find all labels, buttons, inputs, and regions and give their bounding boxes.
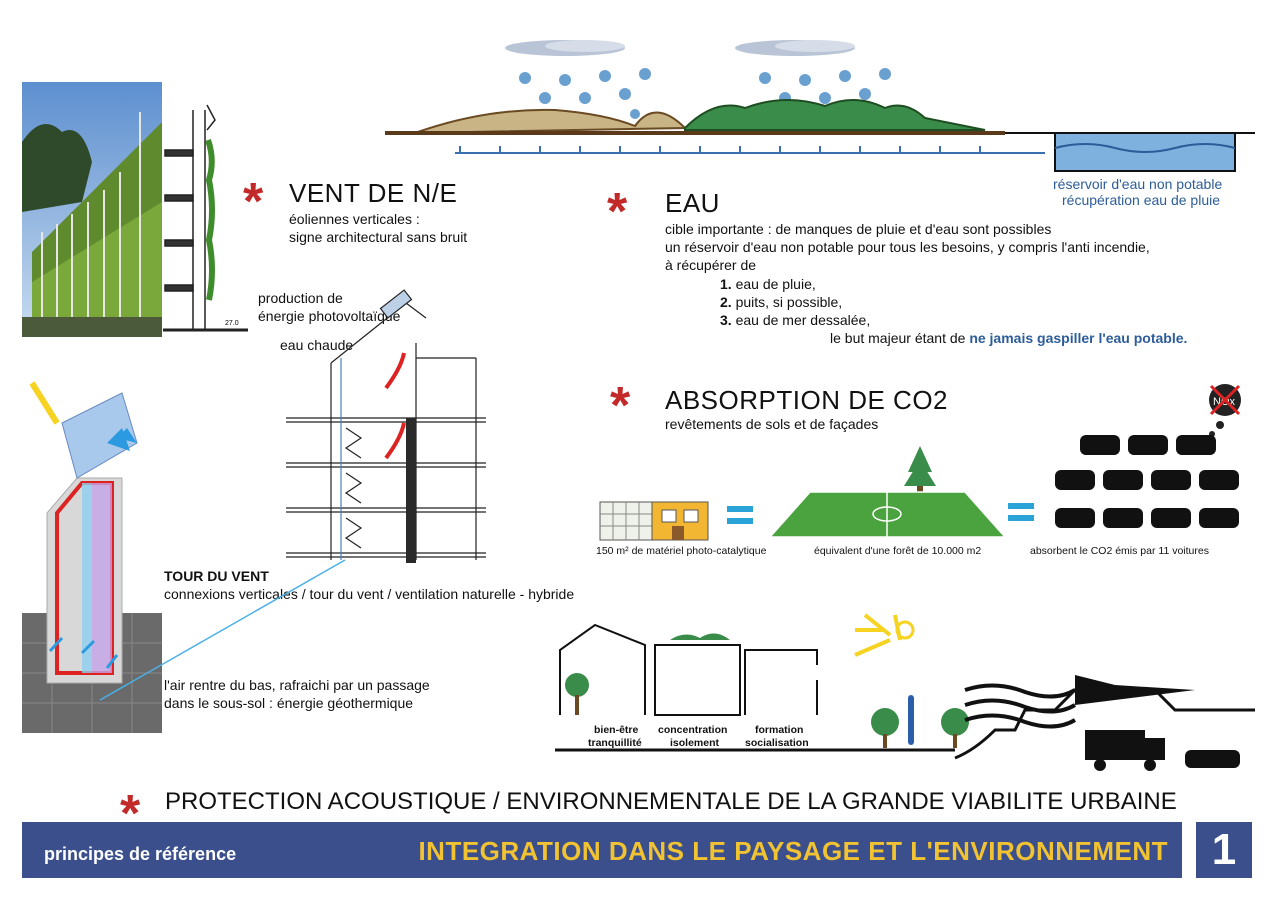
solar-line-1: production de <box>258 290 343 306</box>
cars-illustration: NOx <box>1055 384 1241 528</box>
water-item-2-text: puits, si possible, <box>731 294 843 310</box>
water-item-3: 3. eau de mer dessalée, <box>720 311 870 329</box>
water-goal-emphasis: ne jamais gaspiller l'eau potable. <box>969 330 1188 346</box>
co2-title: ABSORPTION DE CO2 <box>665 385 948 415</box>
water-title: EAU <box>665 188 720 218</box>
bullet-star-wind: * <box>243 173 264 231</box>
water-item-2: 2. puits, si possible, <box>720 293 842 311</box>
bullet-star-water: * <box>607 183 628 241</box>
acoustic-illustration <box>555 613 1255 771</box>
co2-subtitle: revêtements de sols et de façades <box>665 416 879 432</box>
equals-sign-1b <box>727 518 753 524</box>
facade-illustration <box>599 501 709 541</box>
tower-subtitle: connexions verticales / tour du vent / v… <box>164 586 575 602</box>
wind-tower-illustration <box>22 381 162 733</box>
water-item-1-number: 1. <box>720 276 732 292</box>
wind-title: VENT DE N/E <box>289 178 458 208</box>
bullet-star-co2: * <box>610 377 631 435</box>
rain-landscape-illustration <box>385 40 1255 172</box>
water-item-3-number: 3. <box>720 312 732 328</box>
tower-air-line-1: l'air rentre du bas, rafraichi par un pa… <box>164 677 430 693</box>
hot-water-label: eau chaude <box>280 337 354 353</box>
room-2-label-2: isolement <box>670 737 720 749</box>
equals-sign-2 <box>1008 503 1034 509</box>
water-item-2-number: 2. <box>720 294 732 310</box>
wall-section-drawing: 27.0 <box>163 104 248 332</box>
football-field-illustration <box>768 446 1007 538</box>
tower-title: TOUR DU VENT <box>164 568 269 584</box>
room-1-label-1: bien-être <box>594 724 639 736</box>
drawing-level-label: 27.0 <box>225 320 239 327</box>
equals-sign-1 <box>727 506 753 512</box>
water-line-1: cible importante : de manques de pluie e… <box>665 221 1052 237</box>
page-number: 1 <box>1196 822 1252 878</box>
room-2-label-1: concentration <box>658 724 728 736</box>
reservoir-line-1: réservoir d'eau non potable <box>1053 176 1223 192</box>
footer-bar: principes de référence INTEGRATION DANS … <box>22 822 1182 878</box>
room-3-label-2: socialisation <box>745 737 809 749</box>
tower-air-line-2: dans le sous-sol : énergie géothermique <box>164 695 414 711</box>
water-line-2: un réservoir d'eau non potable pour tous… <box>665 239 1150 255</box>
wind-line-2: signe architectural sans bruit <box>289 229 468 245</box>
water-item-3-text: eau de mer dessalée, <box>731 312 871 328</box>
room-1-label-2: tranquillité <box>588 737 642 749</box>
water-goal: le but majeur étant de ne jamais gaspill… <box>830 329 1187 347</box>
co2-caption-3: absorbent le CO2 émis par 11 voitures <box>1030 545 1209 557</box>
water-line-3: à récupérer de <box>665 257 757 273</box>
co2-caption-1: 150 m² de matériel photo-catalytique <box>596 545 767 557</box>
reservoir-line-2: récupération eau de pluie <box>1062 192 1221 208</box>
building-section-drawing <box>286 289 486 563</box>
room-3-label-1: formation <box>755 724 804 736</box>
water-goal-prefix: le but majeur étant de <box>830 330 970 346</box>
co2-caption-2: équivalent d'une forêt de 10.000 m2 <box>814 545 982 557</box>
equals-sign-2b <box>1008 515 1034 521</box>
wind-line-1: éoliennes verticales : <box>289 211 420 227</box>
footer-right-title: INTEGRATION DANS LE PAYSAGE ET L'ENVIRON… <box>418 836 1168 866</box>
solar-line-2: énergie photovoltaïque <box>258 308 401 324</box>
water-item-1: 1. eau de pluie, <box>720 275 816 293</box>
water-item-1-text: eau de pluie, <box>731 276 816 292</box>
wind-turbine-photo <box>22 82 162 337</box>
footer-left-label: principes de référence <box>44 844 237 864</box>
acoustic-title: PROTECTION ACOUSTIQUE / ENVIRONNEMENTALE… <box>165 788 1177 815</box>
